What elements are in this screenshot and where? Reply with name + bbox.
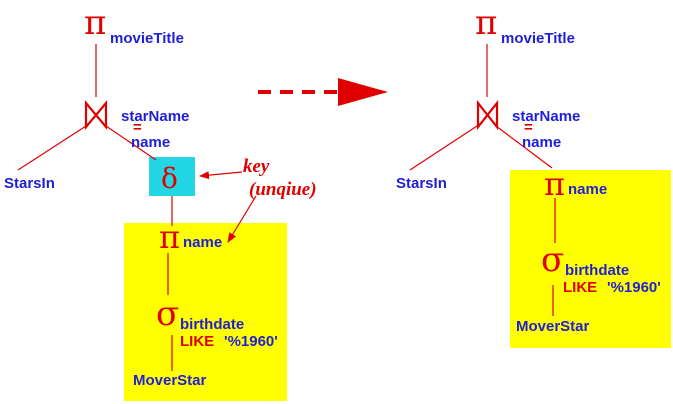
r-selection-pattern: '%1960' bbox=[607, 279, 661, 296]
inner-projection-attr: name bbox=[183, 234, 222, 251]
annotation-arrow-to-projection bbox=[227, 195, 257, 243]
r-join-cond-eq: = bbox=[524, 119, 533, 136]
projection-symbol: π bbox=[84, 3, 106, 43]
r-edge-join-projection bbox=[495, 125, 553, 169]
selection-attr: birthdate bbox=[180, 316, 244, 333]
edge-join-starsin bbox=[17, 125, 87, 171]
transform-arrow bbox=[258, 78, 388, 106]
left-tree: π movieTitle starName = name StarsIn δ k… bbox=[4, 3, 317, 401]
r-join-cond-left: starName bbox=[512, 108, 580, 125]
r-edge-join-starsin bbox=[409, 125, 478, 171]
r-selection-symbol: σ bbox=[541, 240, 564, 280]
r-inner-projection-symbol: π bbox=[544, 165, 565, 203]
selection-like: LIKE bbox=[180, 333, 214, 350]
join-cond-left: starName bbox=[121, 108, 189, 125]
projection-attr: movieTitle bbox=[110, 30, 184, 47]
r-projection-symbol: π bbox=[475, 3, 497, 43]
join-cond-right: name bbox=[131, 134, 170, 151]
annotation-arrow-to-delta bbox=[199, 171, 243, 180]
selection-pattern: '%1960' bbox=[224, 333, 278, 350]
right-tree: π movieTitle starName = name StarsIn π n… bbox=[396, 3, 671, 348]
r-selection-like: LIKE bbox=[563, 279, 597, 296]
base-relation-moverstar: MoverStar bbox=[133, 372, 207, 389]
r-inner-projection-attr: name bbox=[568, 181, 607, 198]
r-join-cond-right: name bbox=[522, 134, 561, 151]
right-subquery-highlight bbox=[510, 170, 671, 348]
annotation-key: key bbox=[243, 156, 270, 177]
r-selection-attr: birthdate bbox=[565, 262, 629, 279]
r-projection-attr: movieTitle bbox=[501, 30, 575, 47]
left-relation-starsin: StarsIn bbox=[4, 175, 55, 192]
dup-elim-symbol: δ bbox=[161, 162, 178, 195]
left-subquery-highlight bbox=[124, 223, 287, 401]
edge-join-dupelim bbox=[105, 125, 157, 161]
r-base-relation-moverstar: MoverStar bbox=[516, 318, 590, 335]
inner-projection-symbol: π bbox=[159, 218, 180, 256]
dup-elim-box bbox=[149, 157, 195, 196]
r-left-relation-starsin: StarsIn bbox=[396, 175, 447, 192]
selection-symbol: σ bbox=[156, 294, 179, 334]
join-symbol bbox=[84, 99, 108, 131]
annotation-unique: (unqiue) bbox=[249, 179, 317, 200]
join-cond-eq: = bbox=[133, 119, 142, 136]
r-join-symbol bbox=[476, 99, 499, 131]
